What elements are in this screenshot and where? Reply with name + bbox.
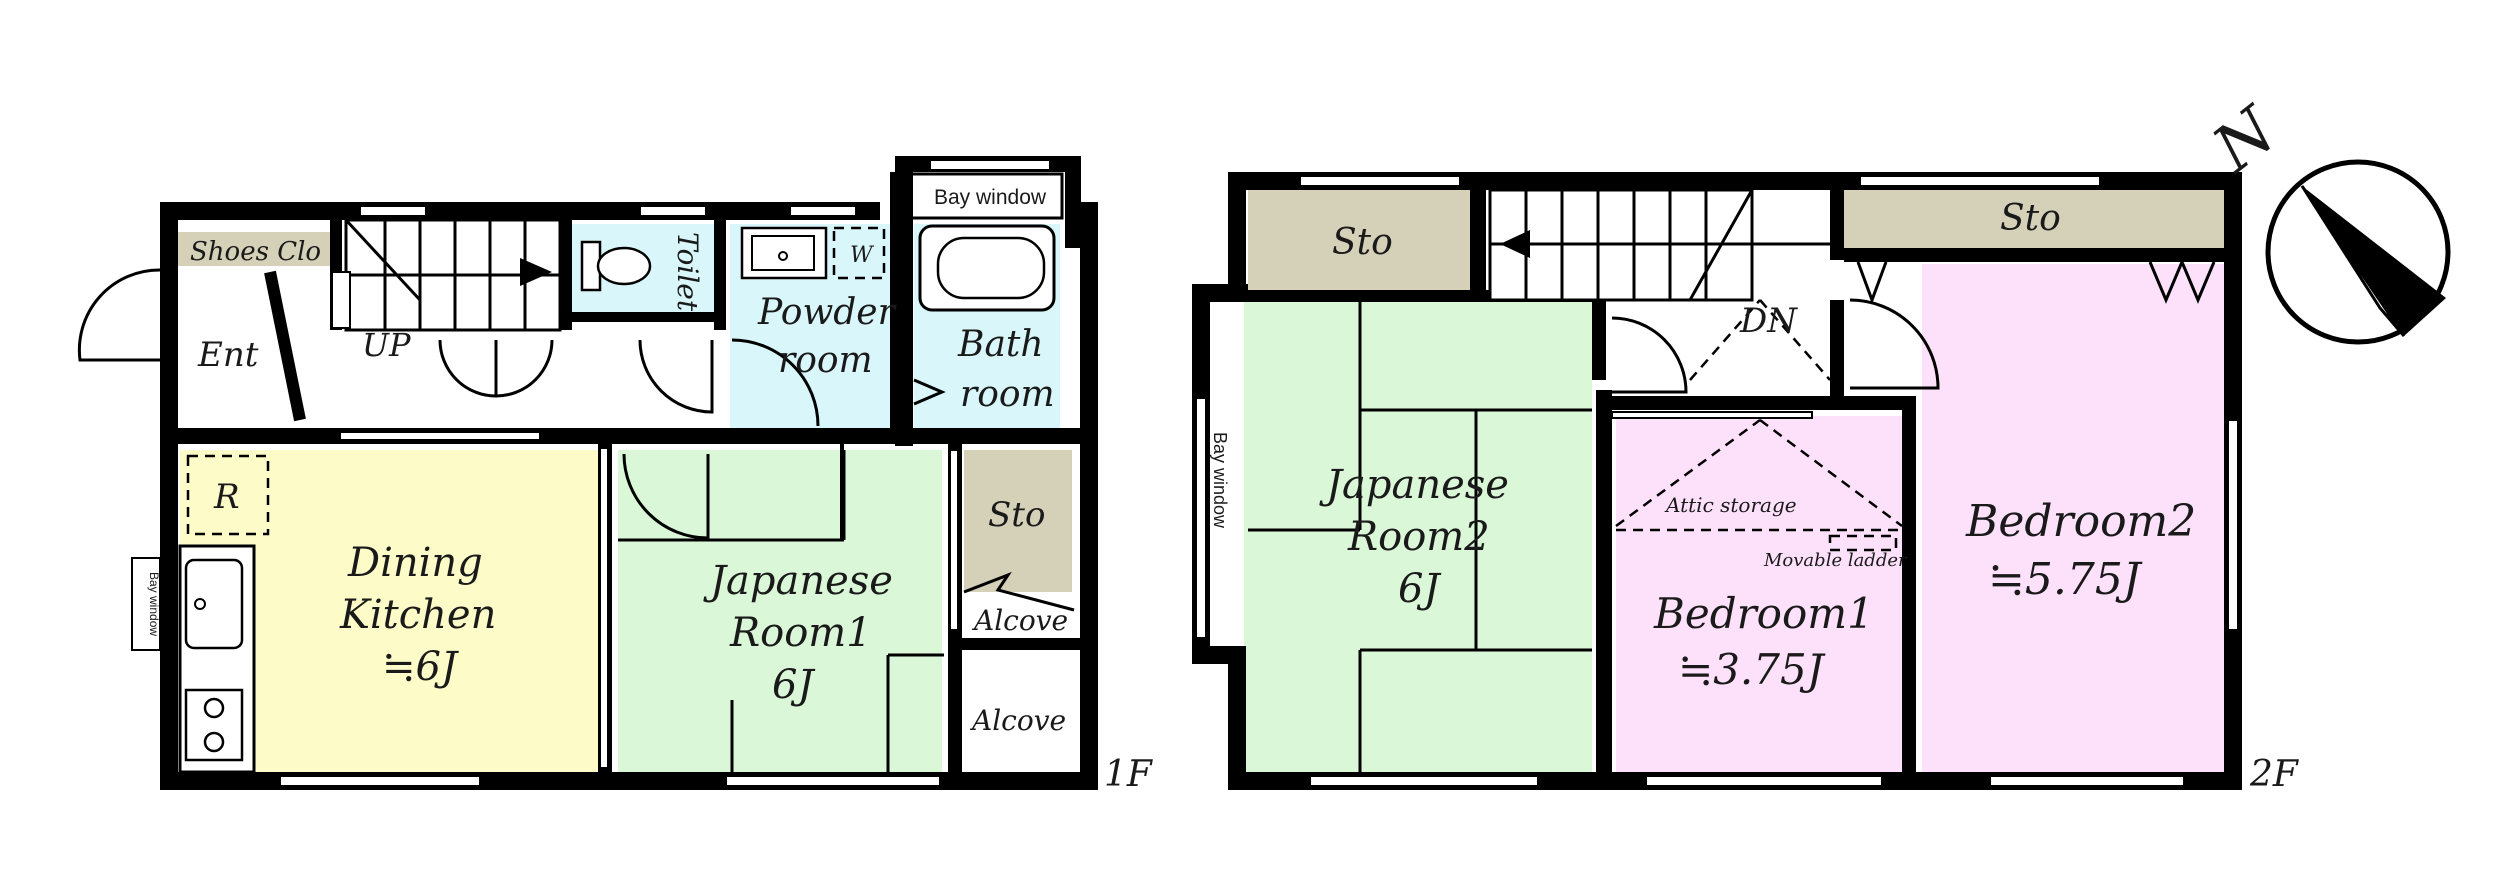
- floor-1-label: 1F: [1104, 754, 1154, 795]
- dining-kitchen-label-2: Kitchen: [339, 592, 496, 638]
- washer-label: W: [850, 243, 875, 268]
- bay-window-small-label: Bay window: [147, 572, 161, 636]
- powder-room-label-1: Powder: [757, 292, 897, 333]
- entrance-label: Ent: [197, 335, 259, 375]
- washer-space: [832, 226, 886, 280]
- storage-2f-right-label: Sto: [2000, 198, 2061, 239]
- bath-room-label-1: Bath: [957, 324, 1044, 365]
- movable-ladder-label: Movable ladder: [1763, 550, 1908, 571]
- bath-room-label-2: room: [960, 374, 1055, 415]
- sink-icon: [740, 226, 828, 280]
- dining-kitchen-label-3: ≒6J: [382, 644, 459, 690]
- bay-window-small: [131, 557, 161, 651]
- storage-1f-fill: [964, 450, 1072, 592]
- storage-2f-left-label: Sto: [1332, 222, 1393, 263]
- alcove-line: [963, 571, 1075, 612]
- storage-1f-label: Sto: [988, 495, 1045, 535]
- japanese-room1-label-2: Room1: [729, 610, 872, 656]
- toilet-label: Toilet: [671, 232, 704, 312]
- japanese-room2-label-3: 6J: [1398, 566, 1441, 612]
- stairs-1f: [344, 218, 562, 332]
- powder-room-label-2: room: [778, 340, 873, 381]
- japanese-room2-fill: [1244, 302, 1592, 772]
- storage-2f-right-fill: [1844, 190, 2224, 248]
- bay-window-1f-label: Bay window: [934, 186, 1047, 209]
- bedroom2-label-1: Bedroom2: [1965, 496, 2196, 547]
- bedroom2-fill: [1922, 264, 2224, 772]
- stairs-up-label: UP: [362, 326, 411, 364]
- bedroom1-fill: [1616, 416, 1902, 772]
- doors-1f: [77, 268, 946, 540]
- floor-2: Sto Sto DN Bay window Japanese Room2 6J …: [1192, 172, 2300, 795]
- bay-window-1f: [908, 172, 1064, 220]
- windows-1f: [279, 159, 1051, 787]
- shoes-closet-label: Shoes Clo: [190, 237, 321, 267]
- stairs-2f: [1488, 188, 1830, 302]
- bathtub-icon: [918, 224, 1056, 312]
- floor-2-label: 2F: [2249, 754, 2300, 795]
- stairs-down-label: DN: [1739, 301, 1798, 341]
- refrigerator-label: R: [213, 477, 240, 517]
- dining-kitchen-label-1: Dining: [347, 540, 483, 586]
- japanese-room1-label-1: Japanese: [703, 558, 893, 604]
- windows-2f: [1195, 175, 2239, 787]
- north-arrow-icon: N: [2199, 93, 2451, 345]
- tatami-lines-2f: [1248, 302, 1592, 772]
- bedroom2-label-2: ≒5.75J: [1988, 554, 2143, 605]
- toilet-icon: [580, 240, 652, 292]
- bedroom1-label-2: ≒3.75J: [1678, 645, 1826, 694]
- alcove-1-label: Alcove: [971, 604, 1068, 637]
- bay-window-2f-label: Bay window: [1210, 432, 1230, 529]
- attic-storage-label: Attic storage: [1664, 493, 1797, 517]
- doors-2f: [1611, 258, 2216, 394]
- japanese-room1-label-3: 6J: [772, 662, 815, 708]
- attic-storage-outline: [1615, 299, 1903, 552]
- refrigerator-space: [186, 454, 270, 536]
- japanese-room2-label-2: Room2: [1347, 514, 1490, 560]
- tatami-lines-1f: [618, 450, 944, 772]
- stove-icon: [184, 688, 244, 762]
- alcove-2-label: Alcove: [969, 704, 1066, 737]
- kitchen-sink-icon: [184, 558, 244, 650]
- floor-1: Shoes Clo Ent UP Toilet Powder room W Ba…: [77, 156, 1154, 795]
- bedroom1-label-1: Bedroom1: [1653, 589, 1874, 638]
- storage-2f-left-fill: [1248, 190, 1470, 290]
- shoes-closet-fill: [174, 232, 332, 266]
- japanese-room2-label-1: Japanese: [1319, 462, 1509, 508]
